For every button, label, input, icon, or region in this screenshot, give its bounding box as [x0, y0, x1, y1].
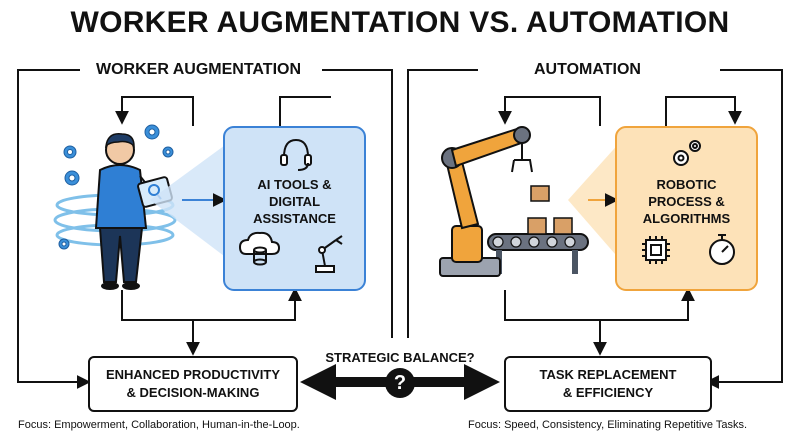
worker-figure: [53, 133, 177, 290]
right-focus-text: Focus: Speed, Consistency, Eliminating R…: [468, 419, 748, 431]
stopwatch-icon: [709, 234, 735, 265]
right-loop-arrows: [498, 96, 742, 356]
strategic-balance-label: STRATEGIC BALANCE?: [325, 350, 475, 365]
gear-icon: [58, 124, 174, 250]
left-frame-lines: [17, 69, 393, 389]
right-panel-label: ROBOTIC PROCESS & ALGORITHMS: [642, 177, 731, 226]
gear-icon-right: [673, 140, 701, 166]
chip-icon: [642, 236, 670, 264]
left-focus-text: Focus: Empowerment, Collaboration, Human…: [18, 419, 300, 431]
page-title: WORKER AUGMENTATION VS. AUTOMATION: [70, 6, 730, 39]
conveyor-belt: [487, 233, 589, 274]
left-section-heading: WORKER AUGMENTATION: [90, 61, 308, 79]
left-loop-arrows: [115, 96, 331, 356]
box-icon: [527, 185, 573, 235]
right-frame-lines: [407, 69, 783, 389]
industrial-robot-arm: [439, 126, 533, 277]
headset-icon: [280, 138, 312, 171]
left-panel-label: AI TOOLS & DIGITAL ASSISTANCE: [253, 177, 336, 226]
right-outcome-box: TASK REPLACEMENT & EFFICIENCY: [504, 356, 712, 412]
cloud-database-icon: [238, 231, 281, 266]
right-section-heading: AUTOMATION: [528, 61, 647, 79]
question-icon: ?: [385, 368, 415, 398]
robot-arm-icon: [315, 235, 343, 273]
left-outcome-box: ENHANCED PRODUCTIVITY & DECISION-MAKING: [88, 356, 298, 412]
